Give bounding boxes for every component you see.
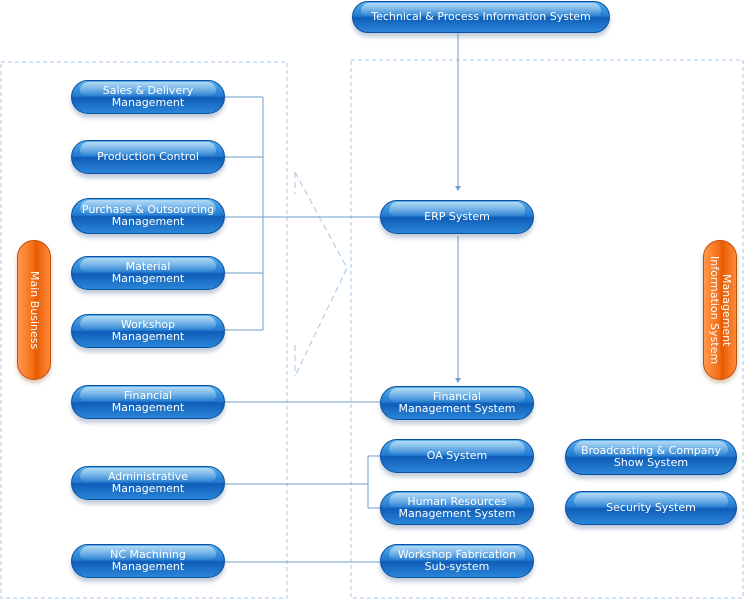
main-business-label: Main Business	[17, 240, 51, 380]
management-system-region	[350, 59, 744, 599]
dashed-arrow	[294, 171, 348, 377]
sales-delivery-management: Sales & Delivery Management	[71, 80, 225, 114]
financial-management: Financial Management	[71, 385, 225, 419]
material-management: Material Management	[71, 256, 225, 290]
technical-process-information-system: Technical & Process Information System	[352, 1, 610, 33]
production-control: Production Control	[71, 140, 225, 174]
arrow-head-financial	[455, 378, 461, 383]
erp-system: ERP System	[380, 200, 534, 234]
oa-system: OA System	[380, 439, 534, 473]
human-resources-management-system: Human Resources Management System	[380, 491, 534, 525]
broadcasting-company-show-system: Broadcasting & Company Show System	[565, 439, 737, 475]
management-information-system-label: Management Information System	[703, 240, 737, 380]
security-system: Security System	[565, 491, 737, 525]
administrative-management: Administrative Management	[71, 466, 225, 500]
purchase-outsourcing-management: Purchase & Outsourcing Management	[71, 198, 225, 234]
main-business-region	[0, 61, 288, 599]
nc-machining-management: NC Machining Management	[71, 544, 225, 578]
arrow-head-erp	[455, 186, 461, 191]
workshop-fabrication-subsystem: Workshop Fabrication Sub-system	[380, 544, 534, 578]
financial-management-system: Financial Management System	[380, 386, 534, 420]
workshop-management: Workshop Management	[71, 314, 225, 348]
